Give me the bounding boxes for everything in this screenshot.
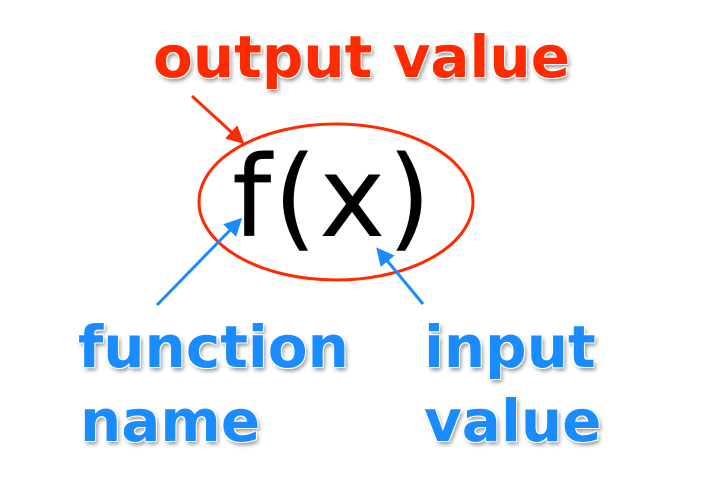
output-ellipse (197, 122, 475, 282)
function-name-label-line2: name (80, 387, 261, 455)
input-value-label-line1: input (424, 313, 596, 381)
function-arrow (155, 217, 243, 307)
input-arrow (376, 247, 425, 305)
function-expression: f(x) (232, 133, 434, 263)
function-name-label-line1: function (78, 313, 349, 381)
output-value-label: output value (153, 23, 571, 91)
input-value-label-line2: value (424, 387, 602, 455)
output-arrow (190, 94, 245, 145)
